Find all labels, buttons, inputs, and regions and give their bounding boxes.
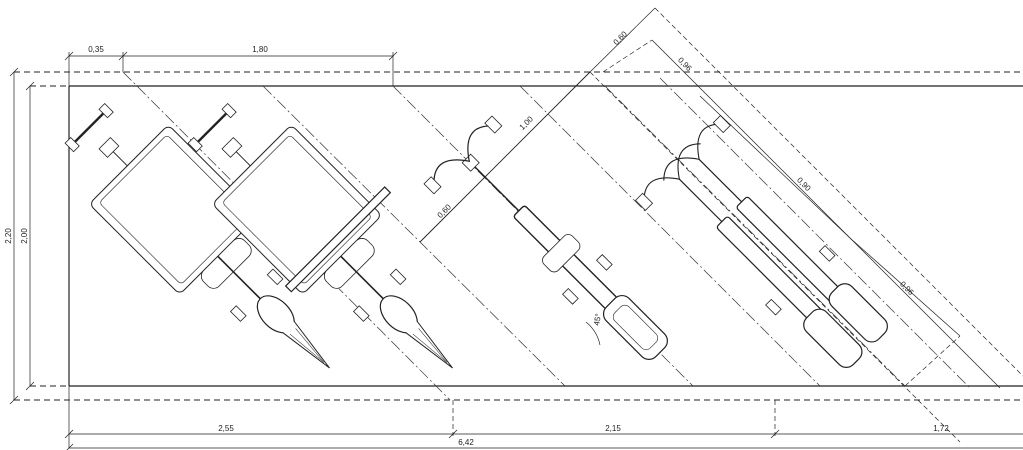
dim-angle: 45° [592, 313, 603, 326]
dim-bottom-1: 2,55 [218, 424, 234, 433]
dim-diag-096-top: 0,96 [676, 56, 694, 74]
parking-strip-boundaries [14, 52, 1023, 448]
dim-diag-060-top: 0,60 [612, 29, 630, 47]
bicycle-3 [423, 115, 668, 360]
dim-bottom-3: 1,72 [933, 424, 949, 433]
bicycle-4 [634, 114, 888, 368]
height-dimensions: 2,20 2,00 [4, 67, 35, 405]
dim-bottom-2: 2,15 [605, 424, 621, 433]
dim-height-outer: 2,20 [4, 228, 13, 244]
dim-height-inner: 2,00 [20, 228, 29, 244]
dim-top-left: 0,35 [88, 45, 104, 54]
bottom-dimensions: 2,55 2,15 1,72 6,42 [64, 424, 1023, 450]
dim-top-mid: 1,80 [252, 45, 268, 54]
cargo-bike-2 [187, 103, 453, 369]
dim-diag-090: 0,90 [795, 176, 813, 194]
cargo-bike-1 [64, 103, 330, 369]
top-dimensions: 0,35 1,80 [64, 45, 398, 86]
dim-total: 6,42 [458, 438, 474, 447]
dim-diag-060-left: 0,60 [436, 202, 454, 220]
